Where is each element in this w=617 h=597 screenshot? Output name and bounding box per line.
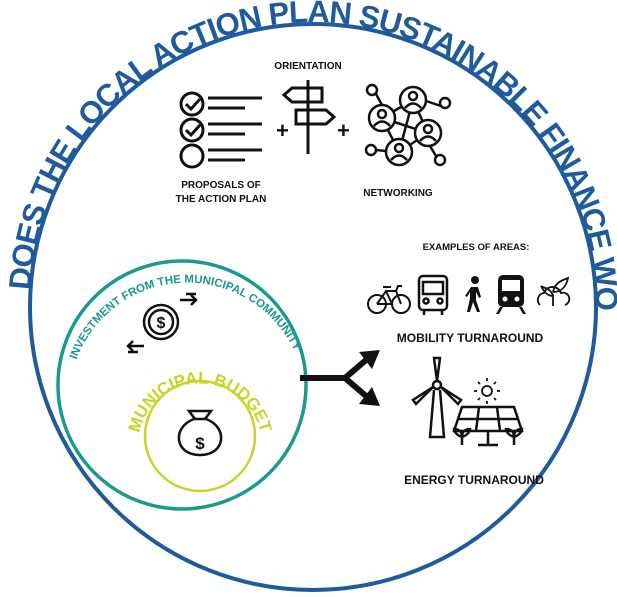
plant-cloud-icon [536, 276, 571, 306]
plus-sign-2: + [337, 118, 350, 143]
investment-arc-label: INVESTMENT FROM THE MUNICIPAL COMMUNITY [68, 274, 303, 361]
bicycle-icon [367, 285, 411, 314]
networking-label: NETWORKING [363, 188, 433, 199]
areas-heading: EXAMPLES OF AREAS: [423, 242, 530, 253]
proposals-label-line1: PROPOSALS OF [181, 180, 260, 191]
diagram-title: HOW DOES THE LOCAL ACTION PLAN SUSTAINAB… [0, 0, 617, 310]
investment-circle [56, 259, 308, 511]
wind-turbine-icon [411, 356, 463, 439]
proposals-label-line2: THE ACTION PLAN [176, 194, 267, 205]
split-arrow-icon [300, 357, 368, 399]
solar-panel-icon [452, 405, 524, 447]
money-bag-icon: $ [177, 409, 223, 457]
svg-text:$: $ [195, 434, 205, 453]
mobility-label: MOBILITY TURNAROUND [397, 331, 544, 345]
energy-label: ENERGY TURNAROUND [404, 473, 544, 487]
orientation-label: ORIENTATION [274, 61, 341, 72]
train-icon [496, 275, 526, 314]
svg-text:$: $ [157, 315, 166, 332]
sun-icon [474, 378, 500, 404]
network-people-icon [364, 83, 452, 167]
bus-icon [417, 274, 449, 315]
signpost-icon [281, 80, 337, 154]
outer-circle [28, 22, 598, 592]
pedestrian-icon [465, 276, 481, 312]
plus-sign-1: + [276, 118, 289, 143]
checklist-icon [179, 91, 262, 169]
money-exchange-icon: $ [126, 292, 198, 354]
budget-circle [143, 379, 257, 493]
